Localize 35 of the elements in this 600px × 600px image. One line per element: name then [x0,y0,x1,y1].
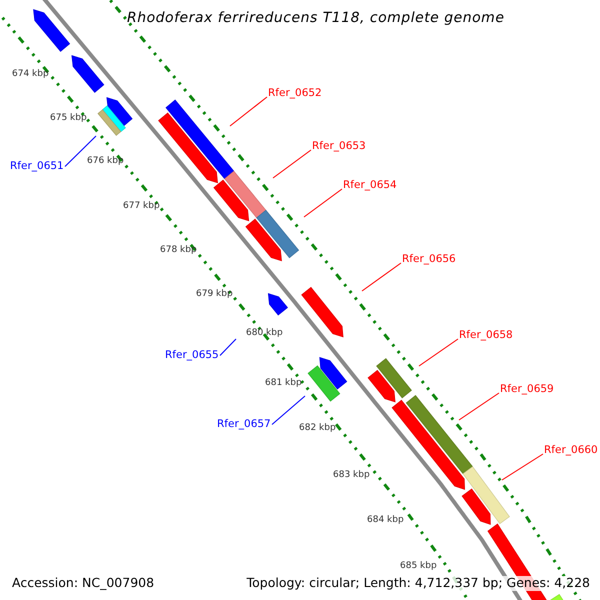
scale-label: 683 kbp [333,471,370,480]
genome-stats-text: Topology: circular; Length: 4,712,337 bp; Genes: 4,228 [244,576,592,590]
scale-label: 680 kbp [246,329,283,338]
leader-line [220,338,236,356]
gene-label: Rfer_0655 [165,350,219,360]
leader-line [230,96,268,126]
leader-line [418,338,458,366]
leader-line [272,150,312,178]
gene-label: Rfer_0659 [500,384,554,394]
scale-label: 675 kbp [50,114,87,123]
leader-line [458,392,500,420]
scale-label: 681 kbp [265,379,302,388]
scale-label: 674 kbp [12,70,49,79]
gene-label: Rfer_0653 [312,141,366,152]
gene-label: Rfer_0654 [343,180,397,190]
leader-line [304,188,342,218]
leader-line [362,262,402,292]
leader-line [502,454,544,480]
accession-text: Accession: NC_007908 [10,576,156,590]
scale-label: 679 kbp [196,290,233,299]
scale-label: 684 kbp [367,516,404,525]
gene-label: Rfer_0658 [459,330,513,340]
gene-label: Rfer_0657 [217,419,271,430]
gene-label: Rfer_0660 [544,445,598,456]
scale-label: 678 kbp [160,246,197,255]
scale-label: 676 kbp [87,157,124,166]
leader-line [272,396,306,425]
scale-label: 677 kbp [123,202,160,211]
title: Rhodoferax ferrireducens T118, complete genome [127,11,504,25]
scale-label: 682 kbp [299,424,336,433]
gene-label: Rfer_0651 [10,161,64,172]
gene-label: Rfer_0652 [268,88,322,98]
scale-label: 685 kbp [400,562,437,571]
gene-label: Rfer_0656 [402,254,456,264]
leader-line [64,136,96,167]
